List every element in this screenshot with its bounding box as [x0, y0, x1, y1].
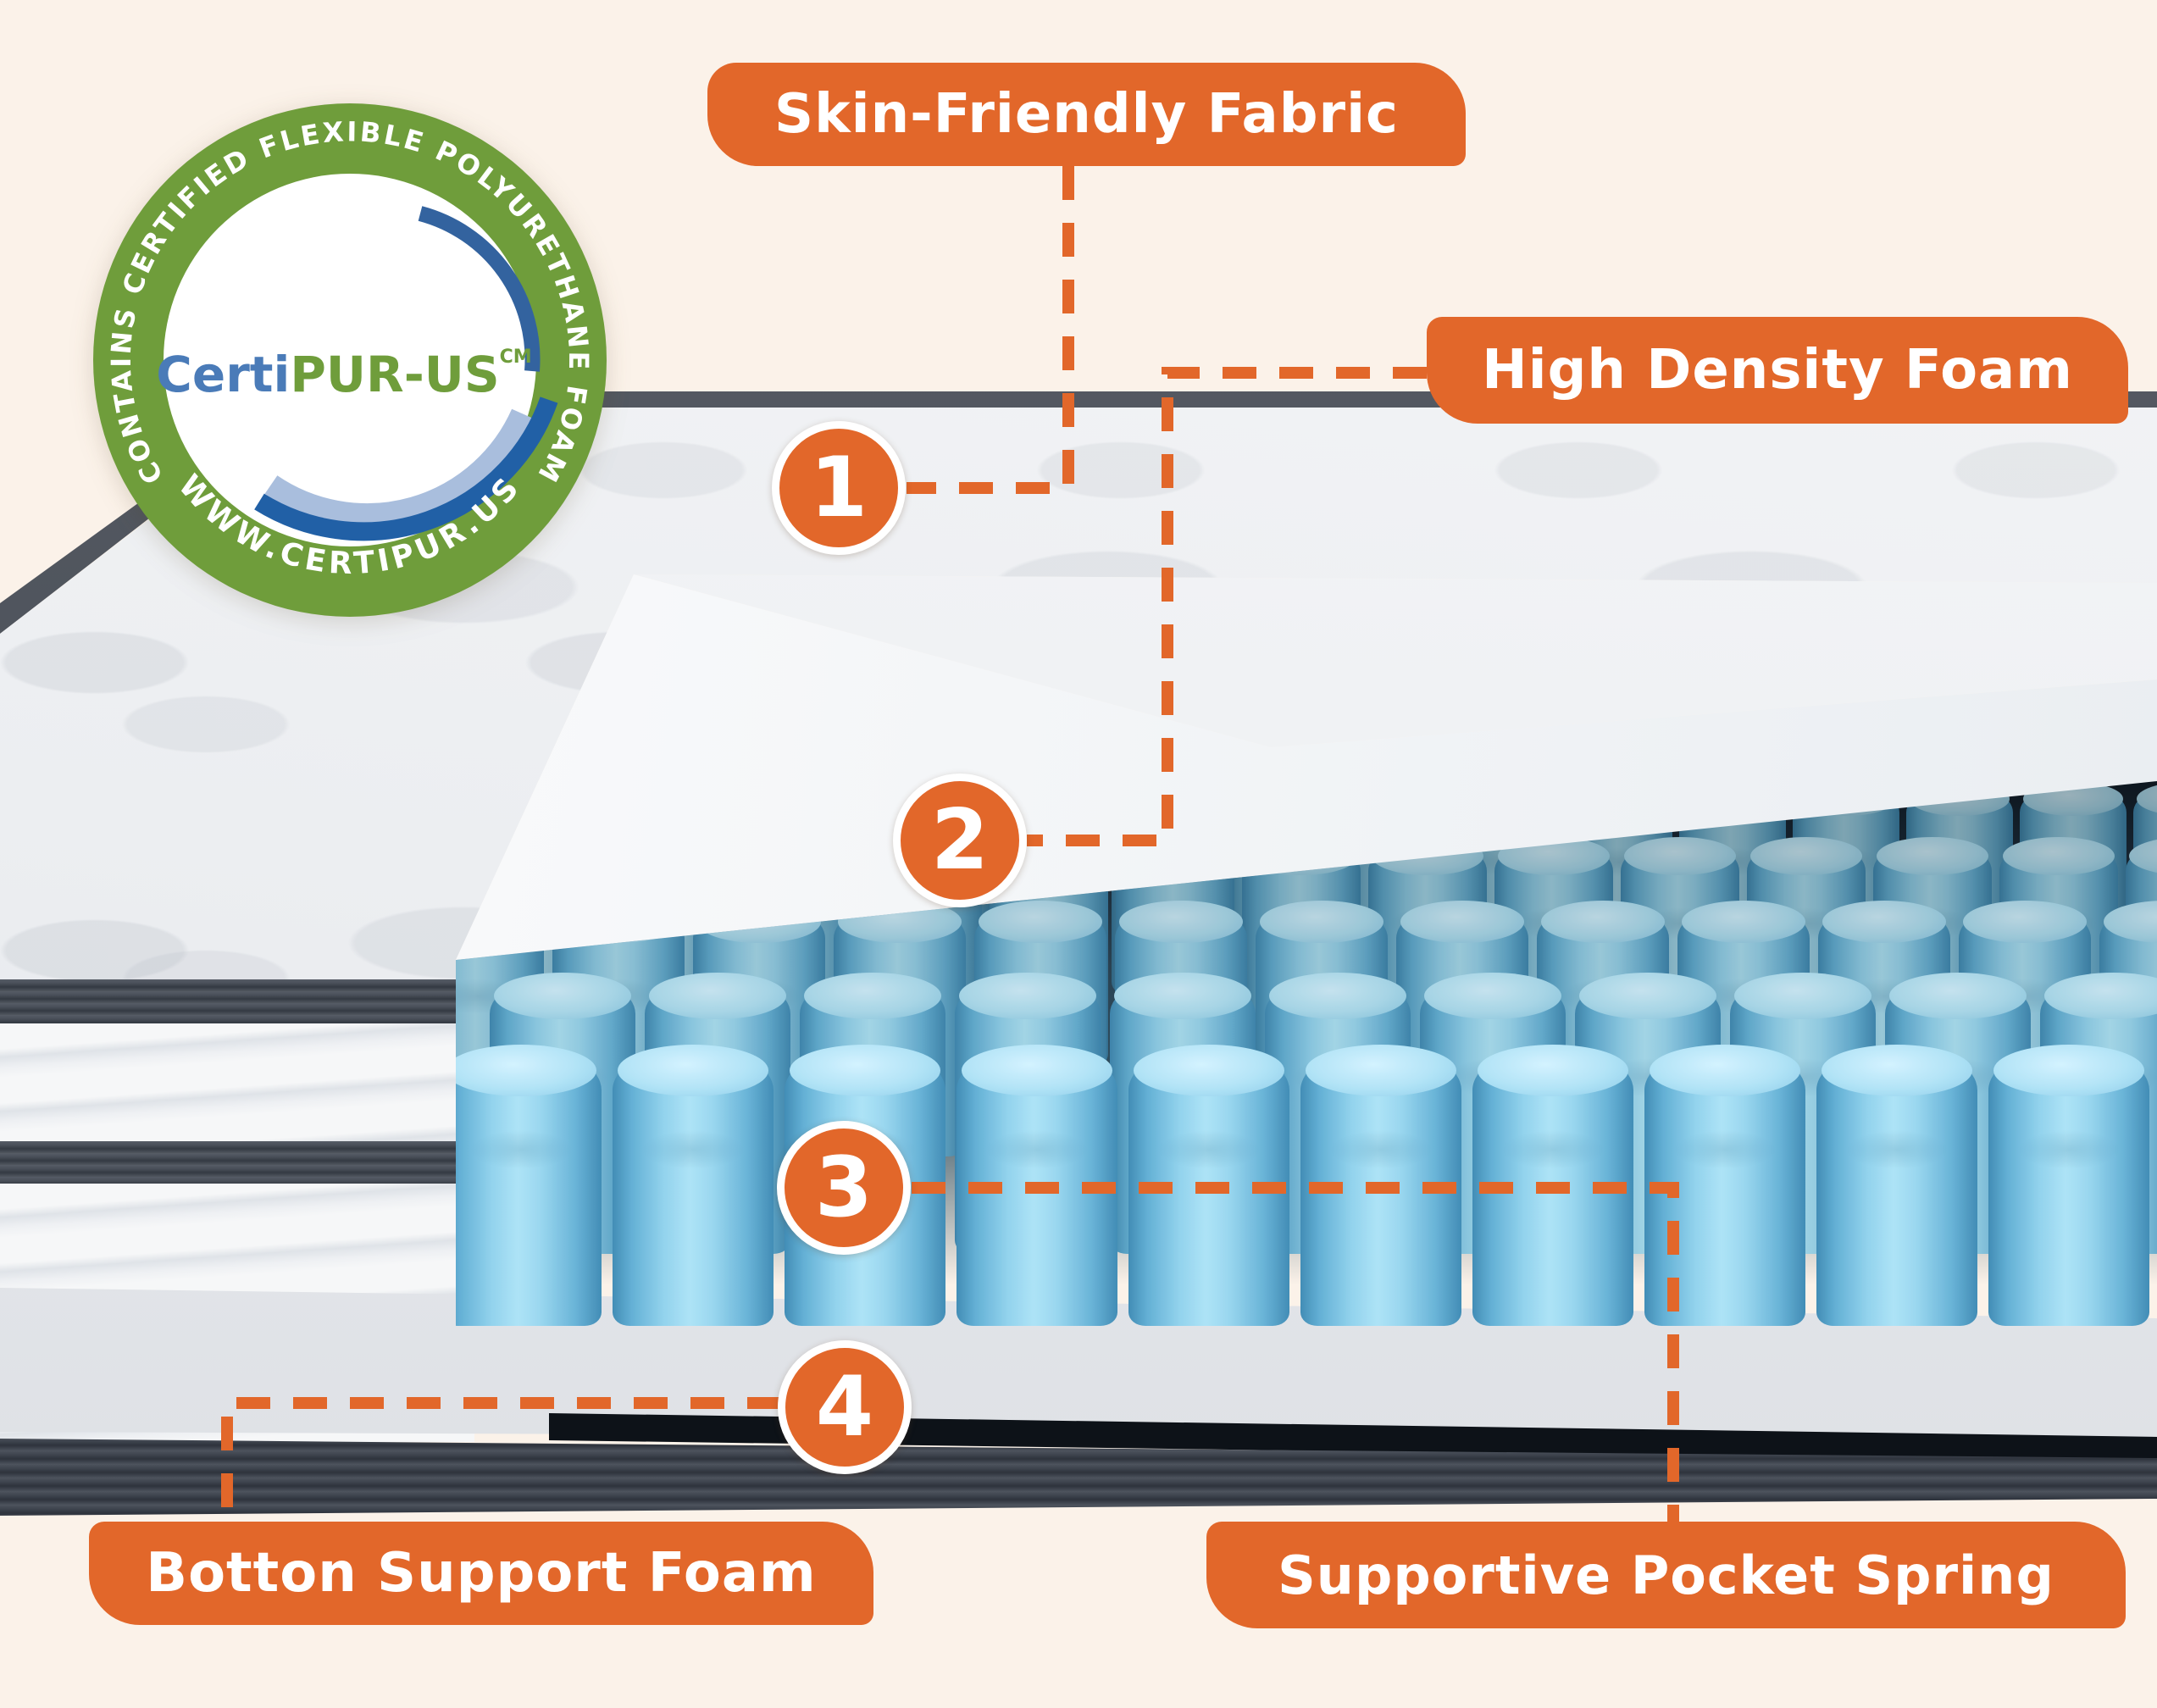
label-botton-support-foam: Botton Support Foam	[89, 1522, 873, 1625]
marker-2-number: 2	[930, 792, 990, 889]
badge-brand-text: CertiPUR-USCM	[156, 346, 531, 403]
mattress-side-rail-lower	[0, 1141, 508, 1184]
label-supportive-pocket-spring: Supportive Pocket Spring	[1206, 1522, 2126, 1628]
mattress-side-rail-upper	[0, 979, 508, 1023]
label-supportive-pocket-spring-text: Supportive Pocket Spring	[1278, 1544, 2054, 1606]
label-high-density-foam: High Density Foam	[1427, 317, 2128, 424]
mattress-side-fabric-panel-upper	[0, 1023, 474, 1141]
badge-swoosh-top-icon	[418, 206, 541, 372]
marker-3: 3	[777, 1121, 911, 1255]
connector-2	[1027, 367, 1427, 846]
marker-4-number: 4	[815, 1359, 874, 1456]
badge-swoosh-dark-icon	[254, 396, 558, 541]
marker-3-number: 3	[814, 1140, 873, 1236]
label-skin-friendly-fabric: Skin-Friendly Fabric	[707, 63, 1466, 166]
marker-2: 2	[893, 774, 1027, 907]
marker-1: 1	[772, 421, 906, 555]
marker-1-number: 1	[809, 440, 868, 536]
badge-swoosh-light-icon	[264, 408, 532, 526]
pocket-spring-cylinder	[1988, 1045, 2149, 1326]
label-skin-friendly-fabric-text: Skin-Friendly Fabric	[774, 83, 1399, 146]
connector-4	[221, 1397, 781, 1522]
pocket-spring-cylinder	[613, 1045, 774, 1326]
connector-3	[912, 1182, 1679, 1522]
certipur-us-badge: CONTAINS CERTIFIED FLEXIBLE POLYURETHANE…	[93, 103, 607, 617]
label-botton-support-foam-text: Botton Support Foam	[146, 1542, 817, 1605]
pocket-spring-cylinder	[1816, 1045, 1977, 1326]
connector-1	[907, 166, 1074, 494]
badge-inner-circle	[164, 174, 536, 546]
pocket-spring-cylinder	[456, 1045, 602, 1326]
label-high-density-foam-text: High Density Foam	[1482, 339, 2073, 402]
marker-4: 4	[778, 1340, 912, 1474]
